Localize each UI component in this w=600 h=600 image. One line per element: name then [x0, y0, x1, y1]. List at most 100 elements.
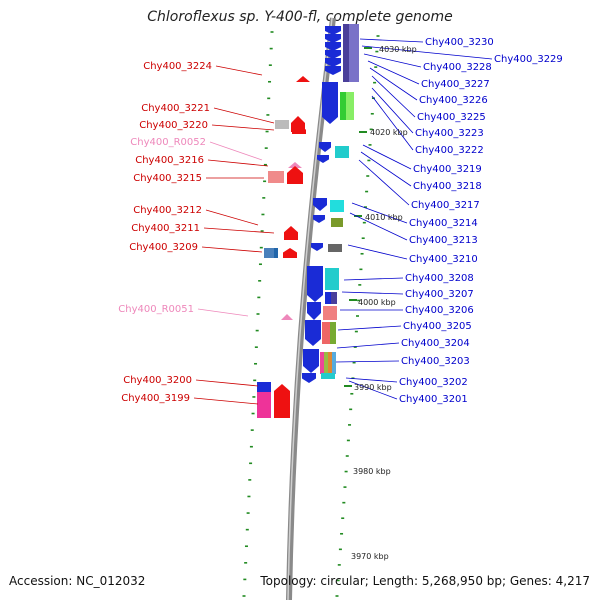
tick-mark	[337, 564, 341, 566]
leader-line	[201, 246, 263, 253]
tick-mark	[244, 545, 248, 548]
tick-mark	[247, 495, 251, 498]
genome-backbone	[286, 17, 336, 600]
leader-line	[211, 124, 275, 131]
leader-line	[207, 159, 269, 167]
topology-text: Topology: circular; Length: 5,268,950 bp…	[260, 574, 590, 588]
tick-mark	[343, 486, 347, 488]
gene-label-right: Chy400_3222	[415, 145, 484, 156]
gene-label-left: Chy400_3215	[133, 173, 202, 184]
tick-mark	[349, 408, 353, 411]
tick-mark	[243, 578, 247, 581]
gene-label-right: Chy400_3203	[401, 356, 470, 367]
gene-label-right: Chy400_3205	[403, 321, 472, 332]
gene-label-right: Chy400_3206	[405, 305, 474, 316]
gene-arrow-reverse	[302, 373, 316, 383]
gene-label-left: Chy400_3212	[133, 205, 202, 216]
tick-mark	[359, 268, 363, 271]
tick-mark	[362, 221, 366, 224]
tick-mark	[259, 246, 263, 249]
tick-mark	[264, 147, 268, 149]
tick-mark	[250, 429, 254, 431]
tick-mark	[365, 190, 369, 193]
leader-line	[363, 53, 422, 68]
tick-mark	[348, 424, 352, 426]
leader-line	[360, 151, 412, 187]
gene-feature	[264, 248, 278, 258]
gene-arrow-forward	[274, 384, 290, 418]
leader-line	[369, 67, 418, 101]
major-tick	[364, 47, 372, 49]
gene-label-right: Chy400_3213	[409, 235, 478, 246]
major-tick	[349, 299, 357, 301]
gene-feature	[325, 292, 331, 304]
major-tick	[344, 385, 352, 387]
leader-line	[358, 159, 410, 206]
leader-line	[371, 87, 414, 134]
tick-mark	[267, 97, 271, 100]
tick-mark	[258, 263, 262, 266]
gene-arrow-reverse	[313, 198, 327, 211]
tick-mark	[341, 517, 345, 520]
leader-line	[367, 60, 420, 85]
gene-feature	[320, 352, 324, 374]
leader-line	[351, 202, 408, 224]
tick-mark	[361, 237, 365, 240]
major-tick	[354, 215, 362, 217]
gene-label-right: Chy400_3217	[411, 200, 480, 211]
tick-mark	[342, 501, 346, 504]
kbp-label: 4010 kbp	[365, 213, 403, 222]
tick-mark	[246, 512, 250, 514]
gene-feature	[330, 200, 344, 212]
tick-mark	[363, 206, 367, 208]
gene-feature	[323, 306, 337, 320]
tick-mark	[367, 159, 371, 162]
leader-line	[348, 380, 398, 400]
gene-label-left: Chy400_3209	[129, 242, 198, 253]
accession-text: Accession: NC_012032	[9, 574, 146, 588]
gene-feature	[328, 244, 342, 252]
gene-feature	[321, 373, 335, 379]
tick-mark	[353, 346, 357, 348]
tick-mark	[256, 313, 260, 315]
leader-line	[359, 38, 424, 43]
tick-mark	[336, 579, 340, 582]
tick-mark	[376, 35, 380, 37]
gene-arrow-forward	[292, 126, 306, 134]
gene-feature	[332, 352, 336, 374]
leader-lines	[193, 38, 493, 405]
gene-arrow-reverse	[325, 58, 341, 67]
tick-mark	[254, 362, 258, 365]
tick-mark	[263, 163, 267, 166]
leader-line	[197, 308, 249, 317]
gene-label-right: Chy400_3228	[423, 62, 492, 73]
tick-mark	[354, 330, 358, 333]
gene-label-left: Chy400_3224	[143, 61, 212, 72]
gene-arrow-reverse	[307, 302, 321, 320]
leader-line	[335, 360, 400, 363]
tick-mark	[249, 445, 253, 448]
tick-mark	[266, 114, 270, 116]
kbp-label: 3970 kbp	[351, 552, 389, 561]
gene-label-right: Chy400_3202	[399, 377, 468, 388]
leader-line	[341, 291, 404, 295]
tick-mark	[268, 64, 272, 66]
gene-feature	[268, 171, 284, 183]
tick-mark	[345, 455, 349, 457]
leader-line	[362, 144, 412, 170]
gene-label-left: Chy400_R0052	[130, 137, 206, 148]
gene-label-left: Chy400_3216	[135, 155, 204, 166]
gene-arrow-forward	[281, 314, 293, 320]
tick-mark	[358, 284, 362, 286]
leader-line	[347, 244, 408, 260]
gene-feature	[330, 322, 336, 344]
tick-mark	[346, 439, 350, 442]
tick-mark	[352, 361, 356, 364]
tick-mark	[357, 299, 361, 302]
tick-mark	[335, 595, 339, 597]
tick-mark	[260, 230, 264, 232]
tick-mark	[360, 252, 364, 255]
leader-line	[371, 95, 414, 151]
kbp-label: 4000 kbp	[358, 298, 396, 307]
gene-label-right: Chy400_3227	[421, 79, 490, 90]
